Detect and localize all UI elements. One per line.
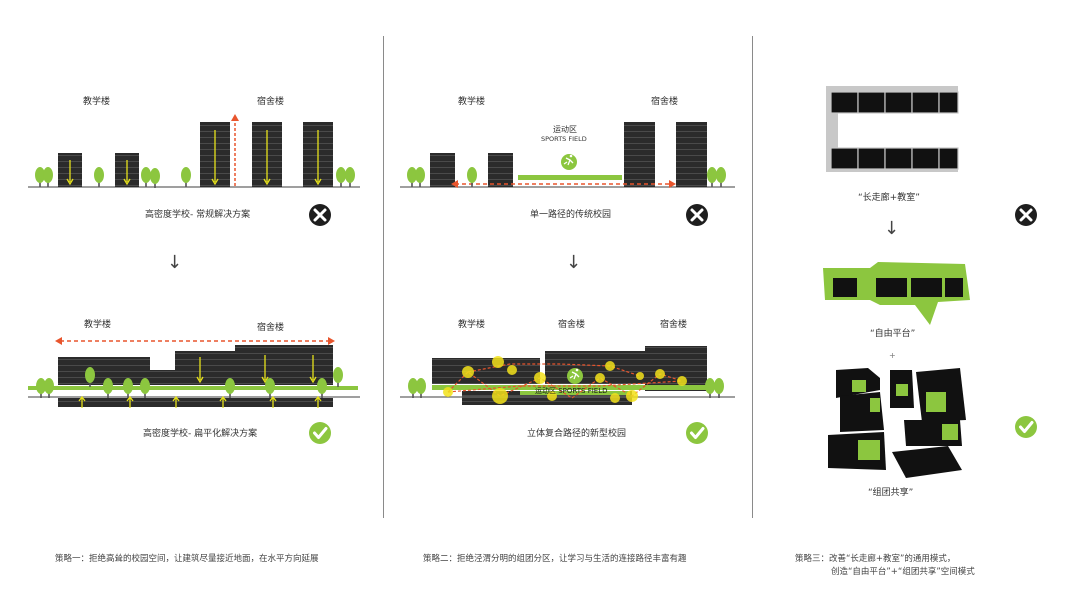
p1-top-caption: 高密度学校- 常规解决方案 — [145, 210, 251, 220]
p2-bottom-label-dorm-2: 宿舍楼 — [660, 320, 688, 330]
p1-top-label-teaching: 教学楼 — [83, 97, 111, 107]
p1-check-badge-icon — [307, 420, 333, 446]
p1-down-arrow-icon: ↓ — [167, 252, 183, 273]
p2-down-arrow-icon: ↓ — [566, 252, 582, 273]
p2-top-caption: 单一路径的传统校园 — [530, 210, 612, 220]
panel3-free-platform-plan — [823, 262, 970, 325]
panel2-bottom-scene — [400, 346, 735, 446]
p1-bottom-label-teaching: 教学楼 — [84, 320, 112, 330]
p2-sports-label-cn: 运动区 — [553, 125, 577, 134]
p3-down-arrow-icon: ↓ — [884, 218, 900, 239]
panel1-bottom-scene — [28, 337, 360, 446]
p2-top-label-teaching: 教学楼 — [458, 97, 486, 107]
divider-1 — [383, 36, 384, 518]
panel3-corridor-plan — [826, 86, 1039, 228]
p3-strategy-text-line2: 创造“自由平台”+“组团共享”空间模式 — [831, 567, 975, 577]
p1-strategy-text: 策略一：拒绝高耸的校园空间，让建筑尽量接近地面，在水平方向延展 — [55, 554, 319, 564]
p2-bottom-label-dorm-1: 宿舍楼 — [558, 320, 586, 330]
p1-bottom-label-dorm: 宿舍楼 — [257, 323, 285, 333]
panel3-cluster-plan — [828, 368, 1039, 478]
p3-caption-corridor: “长走廊+教室” — [858, 193, 920, 203]
p2-bottom-caption: 立体复合路径的新型校园 — [527, 429, 627, 439]
p1-x-badge-icon — [307, 202, 333, 228]
p2-bottom-label-teaching: 教学楼 — [458, 320, 486, 330]
p2-x-badge-icon — [684, 202, 710, 228]
p3-strategy-text-line1: 策略三：改善“长走廊+教室”的通用模式， — [795, 554, 956, 564]
panel2-top-scene — [400, 122, 735, 228]
p2-check-badge-icon — [684, 420, 710, 446]
p3-x-badge-icon — [1013, 202, 1039, 228]
p3-plus-sign: + — [889, 351, 896, 360]
p2-top-label-dorm: 宿舍楼 — [651, 97, 679, 107]
panel1-top-scene — [28, 114, 360, 228]
p3-caption-cluster: “组团共享” — [868, 488, 914, 498]
p2-sports-label-en: SPORTS FIELD — [541, 135, 587, 143]
divider-2 — [752, 36, 753, 518]
p1-bottom-caption: 高密度学校- 扁平化解决方案 — [143, 429, 258, 439]
p1-top-label-dorm: 宿舍楼 — [257, 97, 285, 107]
p3-check-badge-icon — [1013, 414, 1039, 440]
p2-strategy-text: 策略二：拒绝泾渭分明的组团分区，让学习与生活的连接路径丰富有趣 — [423, 554, 687, 564]
p2-bottom-sports-label: 运动区 SPORTS FIELD — [535, 387, 608, 395]
p3-caption-platform: “自由平台” — [870, 329, 916, 339]
